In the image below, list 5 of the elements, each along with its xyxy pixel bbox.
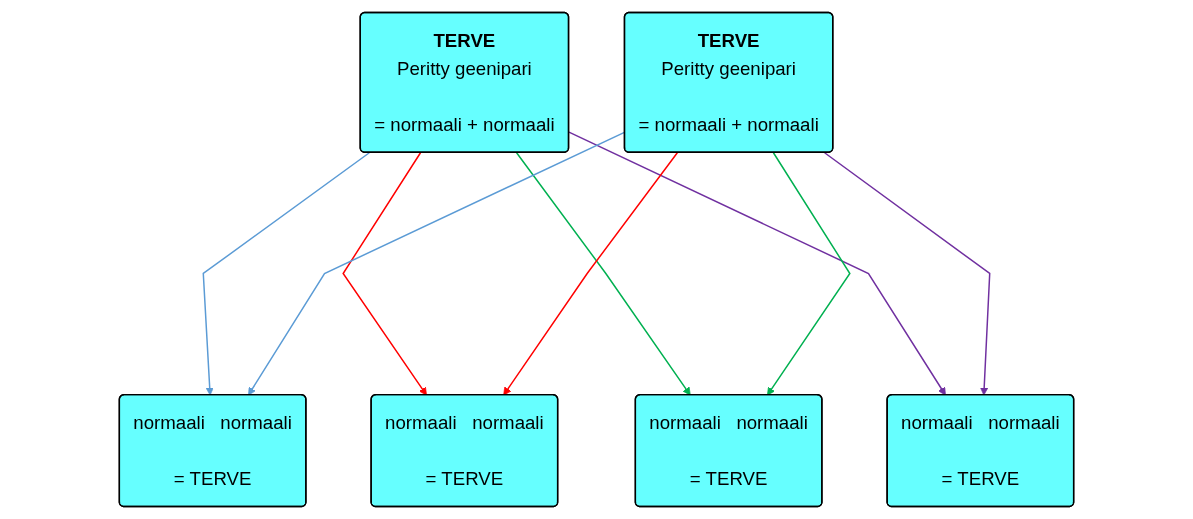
arrow (823, 152, 991, 396)
arrow (767, 152, 851, 396)
arrow (342, 152, 427, 396)
arrow (202, 152, 371, 396)
arrow (568, 131, 946, 396)
